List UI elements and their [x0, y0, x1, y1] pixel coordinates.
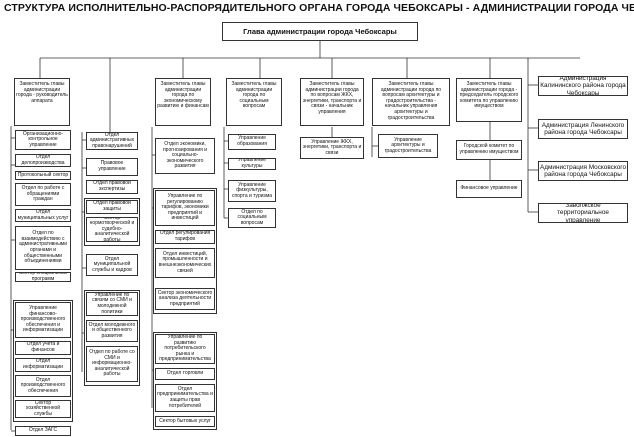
deputy-chief-of-staff: Заместитель главы администрации города -…	[14, 78, 70, 126]
unit-box: Отдел по социальным вопросам	[228, 208, 276, 228]
unit-box: Отдел информатизации	[15, 358, 71, 372]
unit-box: Отдел предпринимательства и защиты прав …	[155, 384, 215, 412]
unit-box: Протокольный сектор	[15, 171, 71, 180]
unit-box: Сектор специальных программ	[15, 272, 71, 282]
unit-box: Отдел ЗАГС	[15, 426, 71, 436]
district-box: Заволжское территориальное управление	[538, 203, 628, 223]
unit-box: Управление архитектуры и градостроительс…	[378, 134, 438, 158]
deputy-property: Заместитель главы администрации города -…	[456, 78, 522, 122]
unit-box: Управление культуры	[228, 158, 276, 170]
unit-box: Сектор экономического анализа деятельнос…	[155, 288, 215, 310]
unit-box: Отдел муниципальной службы и кадров	[86, 254, 138, 276]
unit-box: Отдел по работе с обращениями граждан	[15, 183, 71, 206]
unit-box: Отдел административных правонарушений	[86, 132, 138, 150]
deputy-economy: Заместитель главы администрации города п…	[155, 78, 211, 126]
district-box: Администрация Московского района города …	[538, 161, 628, 181]
unit-box: Городской комитет по управлению имуществ…	[456, 140, 522, 160]
unit-box: Сектор бытовых услуг	[155, 416, 215, 427]
unit-box: Управление образования	[228, 134, 276, 150]
district-box: Администрация Ленинского района города Ч…	[538, 119, 628, 139]
unit-box: Отдел производственного обеспечения	[15, 375, 71, 397]
unit-box: Управление ЖКХ, энергетики, транспорта и…	[300, 137, 364, 159]
unit-box: Отдел регулирования тарифов	[155, 230, 215, 244]
unit-box: Отдел экономики, прогнозирования и социа…	[155, 138, 215, 174]
page-title: СТРУКТУРА ИСПОЛНИТЕЛЬНО-РАСПОРЯДИТЕЛЬНОГ…	[4, 2, 634, 14]
unit-box: Финансовое управление	[456, 180, 522, 198]
deputy-housing: Заместитель главы администрации города п…	[300, 78, 364, 126]
unit-box: Управление по регулированию тарифов, эко…	[155, 190, 215, 226]
unit-box: Отдел учета и финансов	[15, 341, 71, 355]
head-box: Глава администрации города Чебоксары	[222, 22, 418, 41]
unit-box: Отдел муниципальных услуг	[15, 209, 71, 222]
unit-box: Отдел инвестиций, промышленности и внешн…	[155, 248, 215, 278]
unit-box: Отдел молодежного и общественного развит…	[86, 320, 138, 342]
unit-box: Сектор хозяйственной службы	[15, 400, 71, 418]
unit-box: Сектор нормотворческой и судебно-аналити…	[86, 217, 138, 242]
district-box: Администрация Калининского района города…	[538, 76, 628, 96]
unit-box: Правовое управление	[86, 158, 138, 176]
deputy-architecture: Заместитель главы администрации города п…	[372, 78, 450, 126]
unit-box: Организационно-контрольное управление	[15, 130, 71, 150]
unit-box: Отдел делопроизводства	[15, 154, 71, 167]
unit-box: Управление по развитию потребительского …	[155, 334, 215, 364]
unit-box: Управление по связям со СМИ и молодежной…	[86, 292, 138, 316]
unit-box: Отдел по работе со СМИ и информационно-а…	[86, 346, 138, 382]
unit-box: Отдел торговли	[155, 368, 215, 380]
unit-box: Управление физкультуры, спорта и туризма	[228, 180, 276, 202]
deputy-social: Заместитель главы администрации города п…	[226, 78, 282, 126]
unit-box: Отдел правовой экспертизы	[86, 180, 138, 194]
unit-box: Отдел правовой защиты	[86, 200, 138, 214]
unit-box: Отдел по взаимодействию с административн…	[15, 226, 71, 270]
unit-box: Управление финансово-производственного о…	[15, 302, 71, 338]
